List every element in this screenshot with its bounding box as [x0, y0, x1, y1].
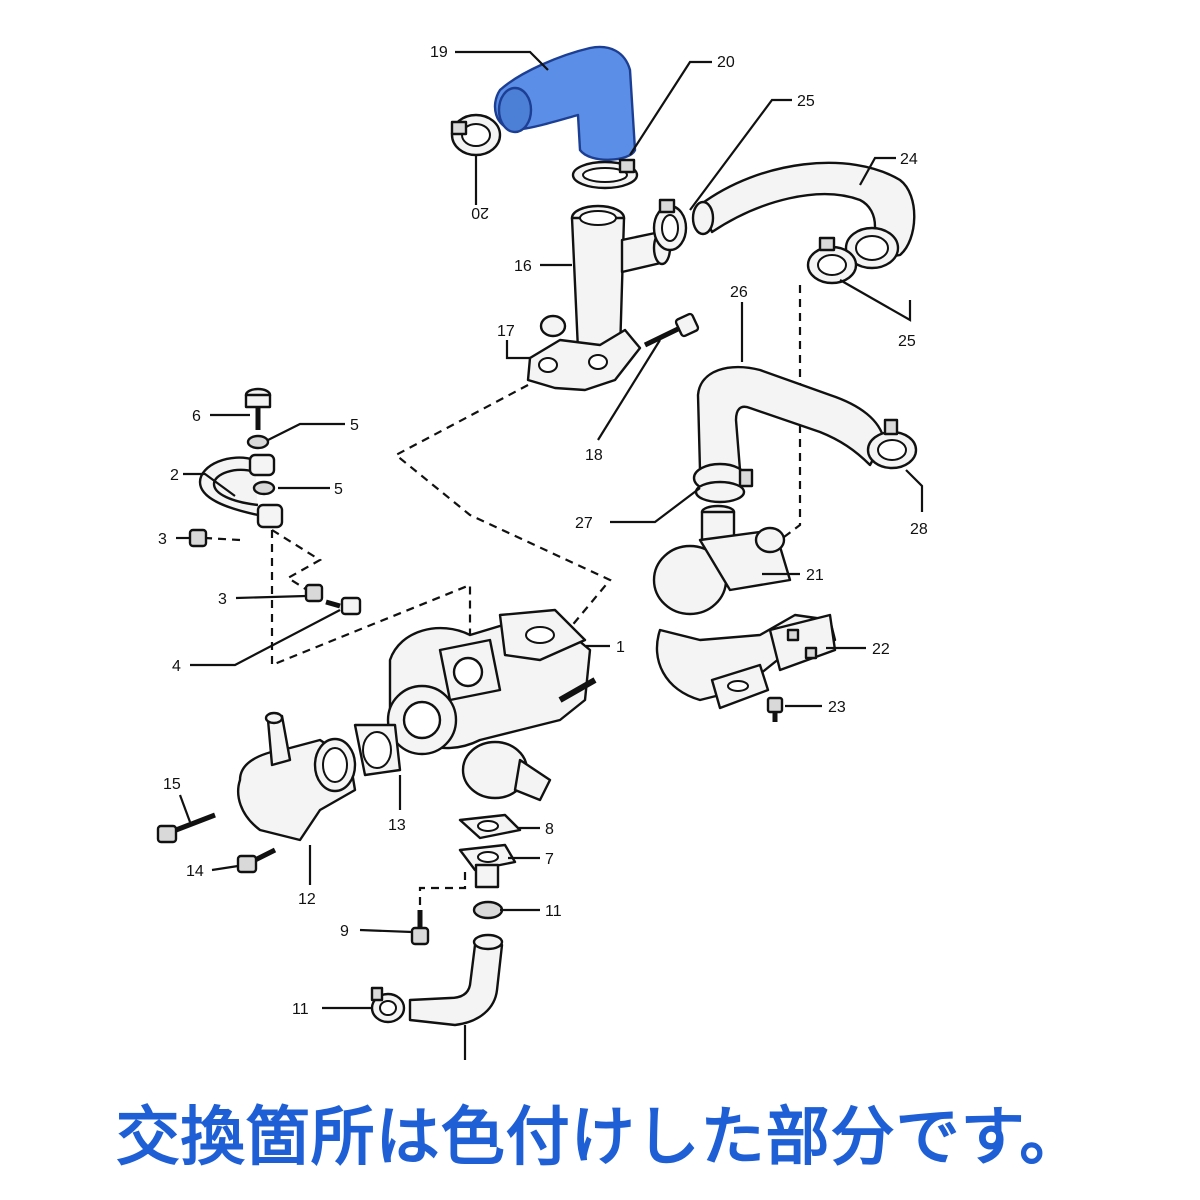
valve-21 — [652, 504, 792, 616]
label-part-20-lower: 20 — [471, 204, 489, 221]
label-part-24: 24 — [900, 151, 918, 168]
pipe-flange-17 — [526, 314, 642, 392]
gasket-8 — [458, 813, 522, 840]
hose-clamp-25-upper — [652, 198, 688, 252]
hose-10 — [408, 933, 504, 1027]
label-part-6: 6 — [192, 408, 201, 425]
label-part-25-upper: 25 — [797, 93, 815, 110]
water-pipe-16 — [570, 204, 672, 354]
assembly-dashed-lines — [204, 285, 802, 905]
label-part-20-upper: 20 — [717, 54, 735, 71]
exploded-parts-diagram: 19 20 20 25 24 25 16 17 18 26 27 28 21 2… — [156, 44, 928, 1060]
flange-7 — [458, 843, 517, 889]
label-part-23: 23 — [828, 699, 846, 716]
hose-19-highlighted — [493, 45, 637, 161]
bracket-22 — [655, 613, 837, 710]
label-part-25-lower: 25 — [898, 333, 916, 350]
label-part-5-lower: 5 — [334, 481, 343, 498]
hose-clamp-11-lower — [370, 986, 406, 1024]
washer-5-upper — [246, 434, 270, 450]
hose-clamp-11-upper — [472, 900, 504, 920]
bolt-4 — [325, 596, 362, 616]
label-part-5-upper: 5 — [350, 417, 359, 434]
leader-lines — [176, 50, 924, 1060]
label-part-26: 26 — [730, 284, 748, 301]
hose-24 — [691, 161, 916, 270]
bolt-23 — [766, 696, 784, 722]
label-part-8: 8 — [545, 821, 554, 838]
part-number-labels: 19 20 20 25 24 25 16 17 18 26 27 28 21 2… — [158, 44, 928, 1018]
label-part-18: 18 — [585, 447, 603, 464]
bolt-14 — [236, 847, 277, 874]
label-part-15: 15 — [163, 776, 181, 793]
label-part-21: 21 — [806, 567, 824, 584]
hose-clamp-20-right — [571, 158, 639, 190]
label-part-9: 9 — [340, 923, 349, 940]
hose-clamp-28 — [866, 418, 918, 470]
label-part-3-lower: 3 — [218, 591, 227, 608]
nut-3-lower — [304, 583, 324, 603]
turbocharger-1 — [386, 608, 597, 802]
label-part-1: 1 — [616, 639, 625, 656]
label-part-16: 16 — [514, 258, 532, 275]
label-part-22: 22 — [872, 641, 890, 658]
label-part-12: 12 — [298, 891, 316, 908]
hose-clamp-25-lower — [806, 236, 858, 285]
label-part-7: 7 — [545, 851, 554, 868]
hose-clamp-27 — [692, 462, 754, 504]
washer-5-lower — [252, 480, 276, 496]
hose-clamp-20-left — [450, 113, 502, 157]
label-part-28: 28 — [910, 521, 928, 538]
label-part-4: 4 — [172, 658, 181, 675]
pipe-2 — [198, 453, 284, 529]
label-part-13: 13 — [388, 817, 406, 834]
outlet-elbow-12 — [237, 711, 357, 842]
label-part-11-upper: 11 — [545, 903, 562, 920]
label-part-27: 27 — [575, 515, 593, 532]
bolt-15 — [156, 812, 216, 844]
gasket-13 — [353, 723, 402, 777]
bolt-6 — [244, 387, 272, 430]
nut-3-left — [188, 528, 208, 548]
label-part-19: 19 — [430, 44, 448, 61]
label-part-2: 2 — [170, 467, 179, 484]
bolt-18 — [643, 312, 700, 348]
hose-26 — [696, 365, 886, 472]
label-part-14: 14 — [186, 863, 204, 880]
label-part-3-left: 3 — [158, 531, 167, 548]
replacement-note-caption: 交換箇所は色付けした部分です。 — [115, 1101, 1085, 1175]
label-part-11-lower: 11 — [292, 1001, 309, 1018]
label-part-17: 17 — [497, 323, 515, 340]
bolt-9 — [410, 910, 430, 946]
